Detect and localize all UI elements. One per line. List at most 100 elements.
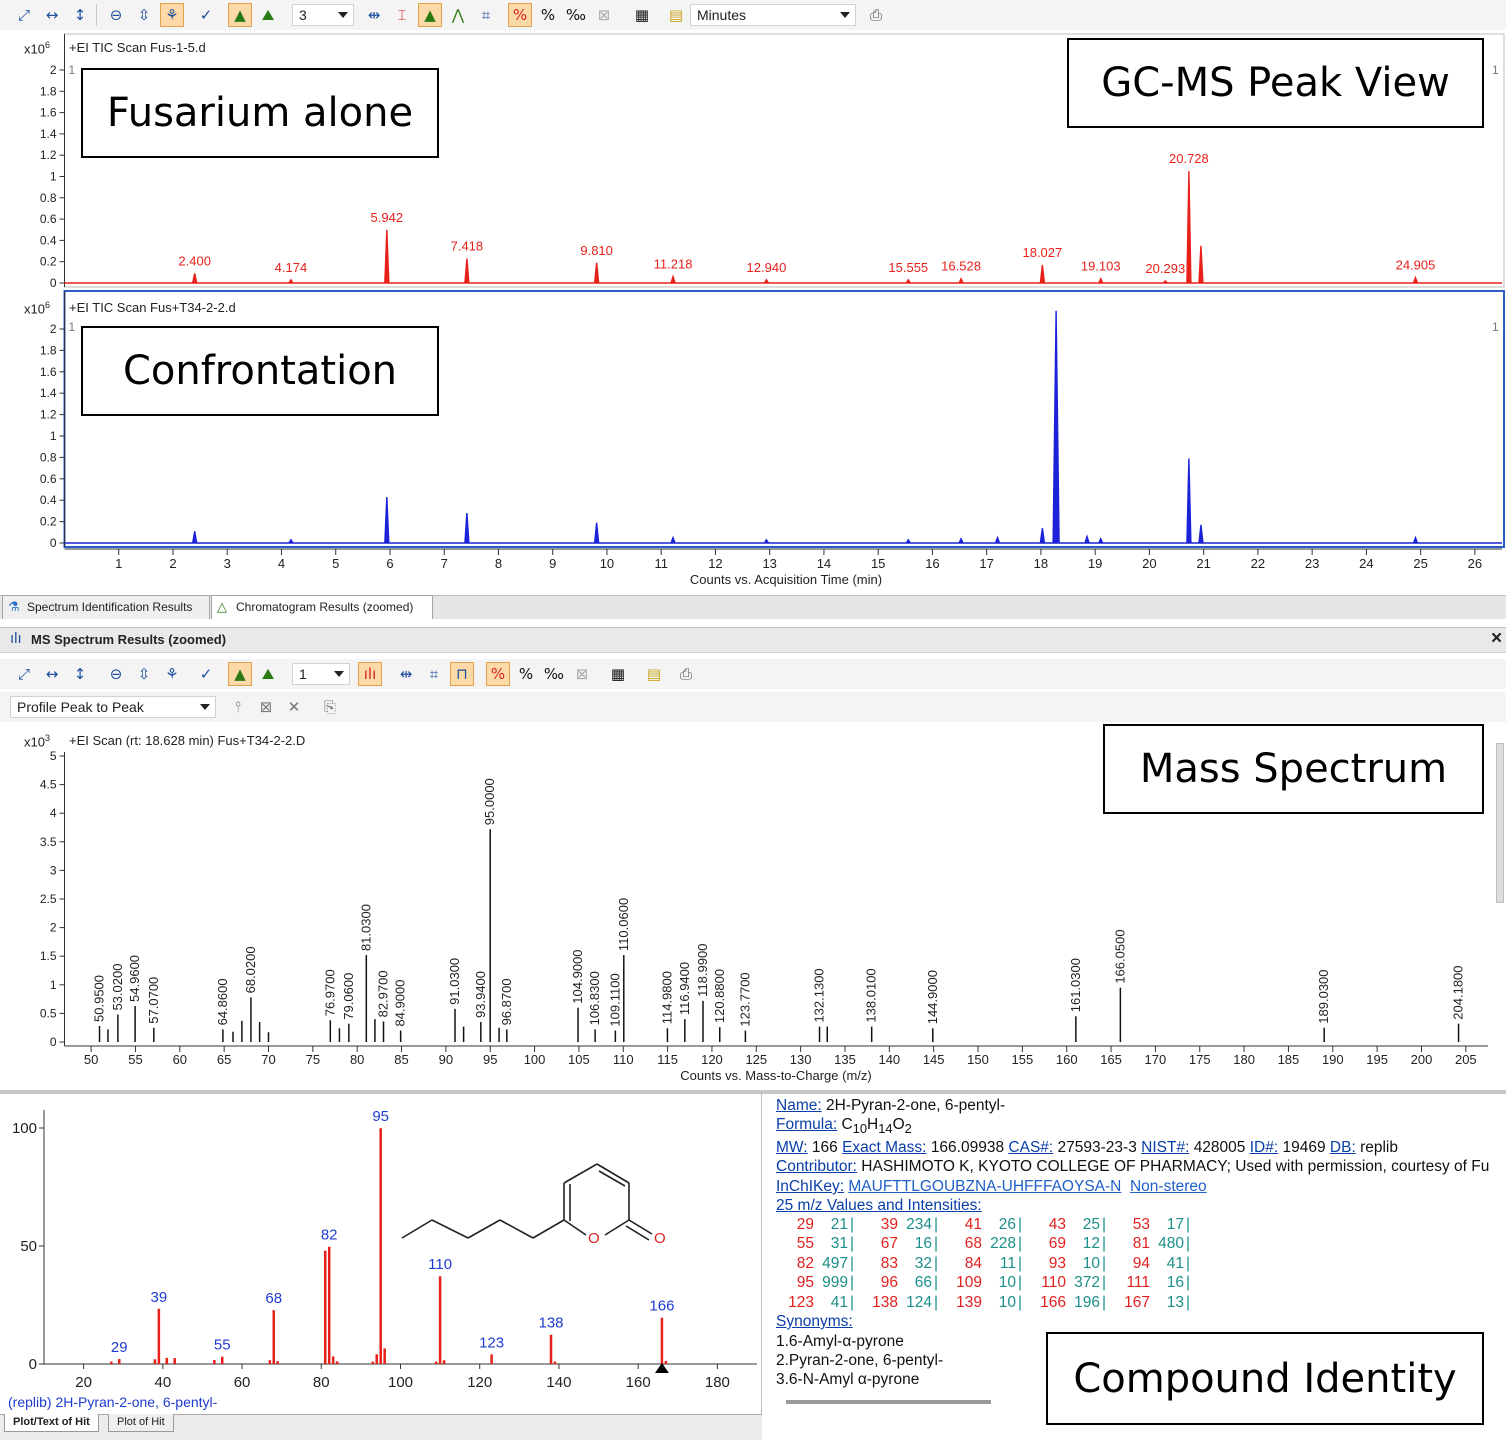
db-label[interactable]: DB: bbox=[1329, 1139, 1356, 1156]
mz-intensity: 124 bbox=[906, 1293, 932, 1311]
hide-peaks-icon[interactable]: ⊠ bbox=[259, 698, 273, 716]
mz-label: 189.0300 bbox=[1316, 969, 1331, 1023]
spectrum-count-select[interactable]: 1 bbox=[292, 663, 350, 685]
percent-normalize-icon[interactable]: ‰ bbox=[565, 6, 587, 24]
peak-shade-icon[interactable]: ▲ bbox=[418, 3, 442, 27]
tab-chromatogram-results[interactable]: △ Chromatogram Results (zoomed) bbox=[211, 595, 433, 619]
y-tick-label: 0 bbox=[50, 1035, 57, 1049]
x-tick-label: 6 bbox=[386, 556, 393, 571]
export-icon[interactable]: ⎘ bbox=[323, 698, 336, 716]
bar-mode-icon[interactable]: ılı bbox=[358, 662, 382, 686]
mz-values-label[interactable]: 25 m/z Values and Intensities: bbox=[776, 1197, 982, 1214]
integrate-icon[interactable]: ✓ bbox=[199, 665, 213, 683]
y-tick-label: 4 bbox=[50, 806, 57, 820]
print-icon[interactable]: ⎙ bbox=[679, 665, 692, 683]
chromatogram-peak bbox=[384, 496, 390, 544]
peak-label: 15.555 bbox=[888, 260, 928, 275]
tab-spectrum-identification[interactable]: ⚗ Spectrum Identification Results bbox=[2, 595, 210, 619]
name-label[interactable]: Name: bbox=[776, 1097, 822, 1114]
percent-off-icon[interactable]: % bbox=[486, 662, 510, 686]
units-icon[interactable]: ▤ bbox=[668, 6, 684, 24]
mw-label[interactable]: MW: bbox=[776, 1139, 808, 1156]
spectrum-mode-select[interactable]: Profile Peak to Peak bbox=[10, 696, 216, 718]
cas-label[interactable]: CAS#: bbox=[1008, 1139, 1054, 1156]
zoom-out-icon[interactable]: ⊖ bbox=[109, 665, 123, 683]
print-icon[interactable]: ⎙ bbox=[869, 6, 882, 24]
peak-split-icon[interactable]: ⋀ bbox=[451, 6, 465, 24]
mz-intensity: 11 bbox=[999, 1254, 1016, 1272]
mz-label: 123.7700 bbox=[737, 972, 752, 1026]
peak-label-icon[interactable]: ▲ bbox=[228, 3, 252, 27]
mz-value: 93 bbox=[1048, 1254, 1066, 1272]
inchi-key-link[interactable]: MAUFTTLGOUBZNA-UHFFFAOYSA-N bbox=[848, 1178, 1122, 1195]
zoom-y-icon[interactable]: ↕ bbox=[73, 665, 87, 683]
disabled-tool-icon[interactable]: ⊠ bbox=[597, 6, 611, 24]
zoom-x-icon[interactable]: ↔ bbox=[45, 665, 59, 683]
fit-y-icon[interactable]: ⇳ bbox=[137, 665, 151, 683]
zoom-y-icon[interactable]: ↕ bbox=[73, 6, 87, 24]
mz-label: 204.1800 bbox=[1451, 965, 1466, 1019]
bar-chart-icon: ılı bbox=[10, 630, 22, 647]
peak-label-icon[interactable]: ▲ bbox=[228, 662, 252, 686]
mz-value: 41 bbox=[964, 1216, 982, 1233]
zoom-x-icon[interactable]: ↔ bbox=[45, 6, 59, 24]
ms-scrollbar[interactable] bbox=[1496, 743, 1504, 903]
annotate-icon[interactable]: ⌗ bbox=[429, 665, 439, 683]
y-tick-label: 3 bbox=[50, 863, 57, 877]
formula-h: H bbox=[867, 1116, 879, 1133]
inchi-label[interactable]: InChIKey: bbox=[776, 1178, 845, 1195]
fit-x-icon[interactable]: ⇹ bbox=[399, 665, 413, 683]
trace-count-select[interactable]: 3 bbox=[292, 4, 354, 26]
mz-value: 39 bbox=[880, 1216, 898, 1233]
fit-y-icon[interactable]: ⇳ bbox=[137, 6, 151, 24]
grid-chart-icon[interactable]: ▦ bbox=[634, 6, 650, 24]
mz-label: 106.8300 bbox=[587, 971, 602, 1025]
non-stereo-link[interactable]: Non-stereo bbox=[1129, 1178, 1207, 1195]
close-icon[interactable]: ✕ bbox=[287, 698, 301, 716]
id-label[interactable]: ID#: bbox=[1249, 1139, 1279, 1156]
mz-intensity: 17 bbox=[1166, 1216, 1184, 1233]
close-icon[interactable]: × bbox=[1491, 628, 1503, 649]
x-tick-label: 23 bbox=[1305, 556, 1319, 571]
library-bar-label: 138 bbox=[539, 1315, 564, 1332]
overlay-icon[interactable]: ⚘ bbox=[165, 665, 179, 683]
peak-fill-icon[interactable]: ⛰ bbox=[261, 665, 275, 683]
tab-plot-of-hit[interactable]: Plot of Hit bbox=[108, 1414, 174, 1432]
exact-mass-label[interactable]: Exact Mass: bbox=[842, 1139, 927, 1156]
nist-label[interactable]: NIST#: bbox=[1141, 1139, 1190, 1156]
peak-marker-icon[interactable]: ⊓ bbox=[450, 662, 474, 686]
mz-intensity: 480 bbox=[1158, 1235, 1184, 1253]
x-tick-label: 3 bbox=[224, 556, 231, 571]
synonyms-label[interactable]: Synonyms: bbox=[776, 1313, 853, 1330]
percent-icon[interactable]: % bbox=[518, 665, 534, 683]
integrate-icon[interactable]: ✓ bbox=[199, 6, 213, 24]
autoscale-icon[interactable]: ⤢ bbox=[17, 665, 30, 683]
disabled-tool-icon[interactable]: ⊠ bbox=[575, 665, 589, 683]
percent-icon[interactable]: % bbox=[540, 6, 556, 24]
annotate-icon[interactable]: ⌗ bbox=[481, 6, 491, 24]
peak-fill-icon[interactable]: ⛰ bbox=[261, 6, 275, 24]
integration-region-icon[interactable]: ⌶ bbox=[397, 6, 407, 24]
tab-plot-text-of-hit[interactable]: Plot/Text of Hit bbox=[4, 1414, 99, 1432]
x-tick-label: 175 bbox=[1189, 1052, 1211, 1067]
autoscale-icon[interactable]: ⤢ bbox=[17, 6, 30, 24]
compound-hscrollbar[interactable] bbox=[786, 1400, 991, 1404]
percent-off-icon[interactable]: % bbox=[508, 3, 532, 27]
formula-label[interactable]: Formula: bbox=[776, 1116, 838, 1133]
structure-bond bbox=[628, 1219, 653, 1235]
contributor-label[interactable]: Contributor: bbox=[776, 1158, 857, 1175]
mz-label: 110.0600 bbox=[616, 898, 631, 951]
x-tick-label: 150 bbox=[967, 1052, 989, 1067]
fit-x-icon[interactable]: ⇹ bbox=[367, 6, 381, 24]
label-peaks-icon[interactable]: ⫯ bbox=[234, 698, 242, 716]
overlay-icon[interactable]: ⚘ bbox=[160, 3, 184, 27]
grid-chart-icon[interactable]: ▦ bbox=[610, 665, 626, 683]
units-icon[interactable]: ▤ bbox=[646, 665, 662, 683]
zoom-out-icon[interactable]: ⊖ bbox=[109, 6, 123, 24]
percent-normalize-icon[interactable]: ‰ bbox=[543, 665, 565, 683]
time-units-select[interactable]: Minutes bbox=[690, 4, 856, 26]
